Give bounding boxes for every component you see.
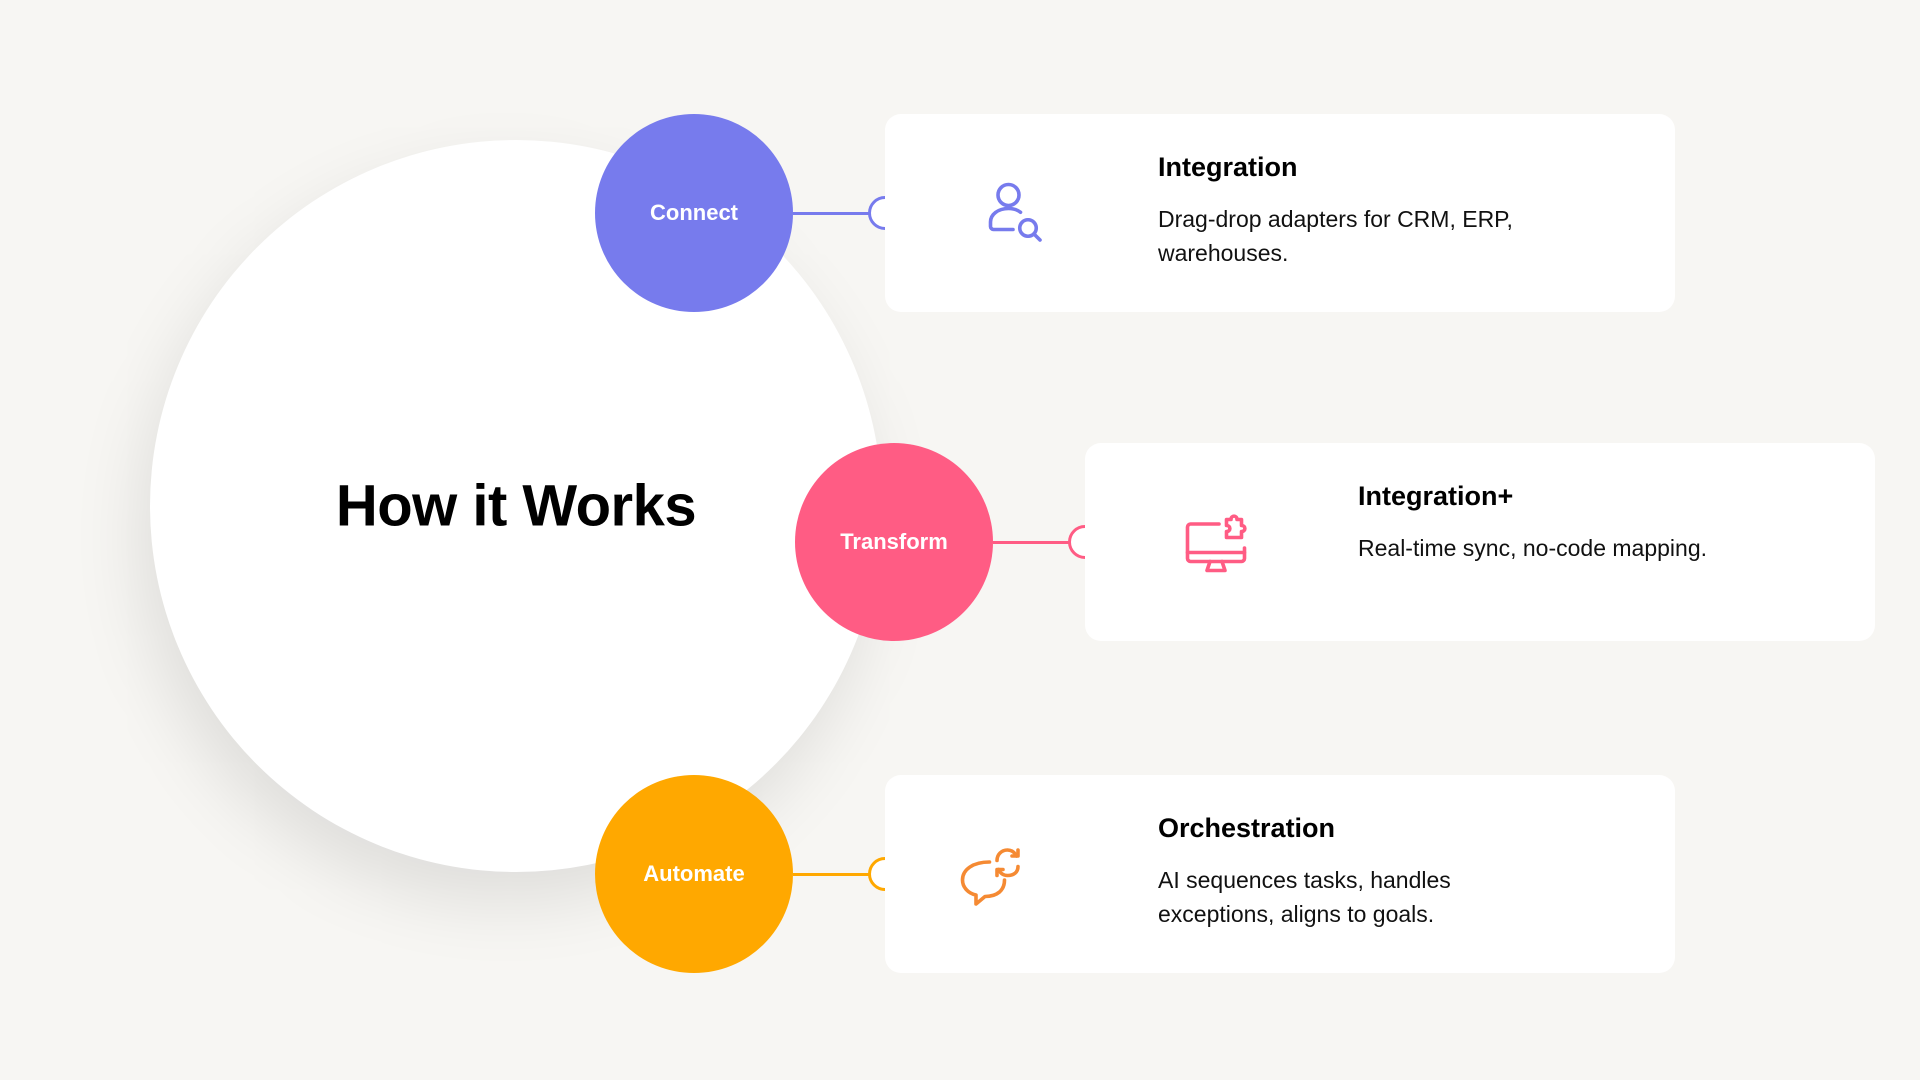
step-label: Transform — [840, 529, 948, 554]
chat-refresh-icon — [960, 848, 1020, 906]
card-title: Integration — [1158, 152, 1298, 182]
connector-line — [793, 873, 873, 876]
card-title: Orchestration — [1158, 813, 1336, 843]
connector-line — [793, 212, 873, 215]
card-description: Real-time sync, no-code mapping. — [1358, 535, 1707, 561]
step-node-automate: Automate — [595, 775, 793, 973]
user-search-icon — [988, 182, 1042, 242]
step-node-connect: Connect — [595, 114, 793, 312]
card-description: Drag-drop adapters for CRM, ERP, warehou… — [1158, 206, 1513, 266]
step-card-integration-plus: Integration+ Real-time sync, no-code map… — [1085, 443, 1875, 641]
page-title: How it Works — [335, 473, 697, 539]
step-card-orchestration: Orchestration AI sequences tasks, handle… — [885, 775, 1675, 973]
step-label: Automate — [643, 861, 745, 886]
card-description: AI sequences tasks, handles exceptions, … — [1158, 867, 1451, 927]
step-label: Connect — [650, 200, 738, 225]
step-card-integration: Integration Drag-drop adapters for CRM, … — [885, 114, 1675, 312]
connector-line — [993, 541, 1073, 544]
step-node-transform: Transform — [795, 443, 993, 641]
card-title: Integration+ — [1358, 481, 1514, 511]
monitor-puzzle-icon — [1185, 514, 1247, 573]
